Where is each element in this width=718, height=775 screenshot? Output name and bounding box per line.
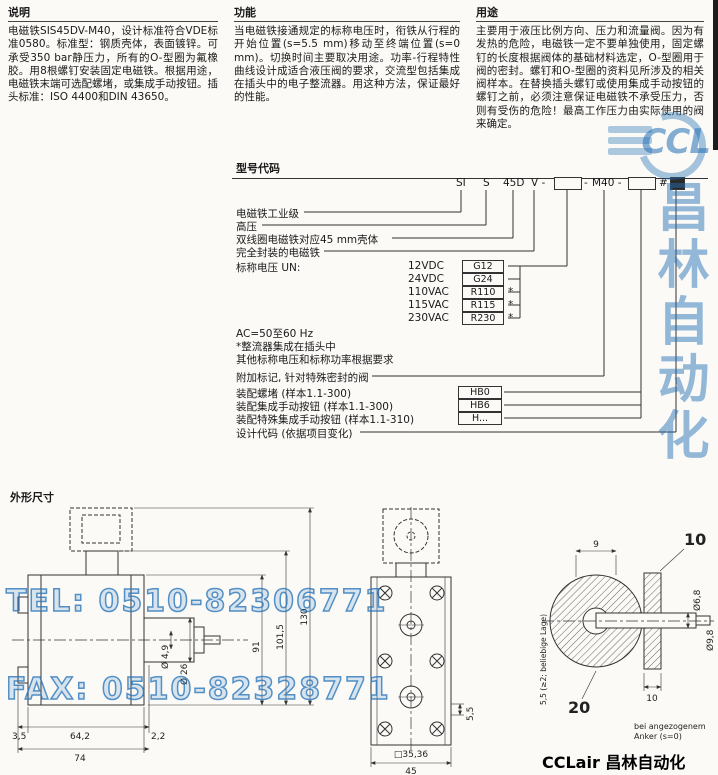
dim-label-dia-6-8: Ø6,8 [692,589,703,611]
drawing-section-view: 9 10 Ø6,8 Ø9,8 10 20 5,5 (≥2; beliebige … [539,530,716,741]
code-hash: # [659,177,668,189]
callout-10: 10 [684,530,706,549]
function-title: 功能 [234,4,460,22]
code-option-box [628,177,656,190]
model-code-line: SI S 45D V - - M40 - # [232,177,708,191]
section-model-code: 型号代码 SI S 45D V - [232,160,708,454]
code-voltage-box [554,177,582,190]
option-row: 装配螺堵 (样本1.1-300) HB0 [236,386,706,400]
section-description: 说明 电磁铁SIS45DV-M40，设计标准符合VDE标准0580。标准型：钢质… [8,4,218,131]
voltage-star: * [508,286,514,298]
option-row: 装配集成手动按钮 (样本1.1-300) HB6 [236,399,706,413]
code-part-m40: M40 - [592,177,622,189]
dim-label-square-35-36: □35,36 [394,750,429,760]
voltage-star: * [508,299,514,311]
code-part-si: SI [456,177,466,189]
option-code-box: HB0 [458,386,502,399]
intro-columns: 说明 电磁铁SIS45DV-M40，设计标准符合VDE标准0580。标准型：钢质… [8,4,708,131]
row-rectifier-note: *整流器集成在插头中 [236,341,336,353]
code-dash: - [584,177,588,189]
drawing-side-view: 130 101,5 91 Ø 4,9 Ø 26 3,5 64,2 2,2 74 [12,507,314,763]
note-anker-line1: bei angezogenem [634,722,706,731]
dim-label-pin-dia: Ø 4,9 [160,644,171,669]
code-part-v: V - [531,177,546,189]
option-code-box: HB6 [458,399,502,412]
voltage-code-box: G24 [462,273,504,286]
dim-label-45: 45 [405,767,416,775]
row-additional-mark: 附加标记, 针对特殊密封的阀 [236,372,369,384]
voltage-label: 115VAC [408,299,449,311]
model-code-connector-lines [262,190,677,433]
option-label: 装配集成手动按钮 (样本1.1-300) [236,401,394,413]
row-encapsulated: 完全封装的电磁铁 [236,247,320,259]
dimensions-title: 外形尺寸 [10,491,54,504]
dim-label-91: 91 [252,641,262,652]
function-body: 当电磁铁接通规定的标称电压时，衔铁从行程的开始位置(s=5.5 mm)移动至终端… [234,25,460,104]
description-title: 说明 [8,4,218,22]
drawing-front-view: 5,5 □35,36 45 [370,507,476,775]
section-application: 用途 主要用于液压比例方向、压力和流量阀。因为有发热的危险，电磁铁一定不要单独使… [476,4,704,131]
brand-footer: CCLair 昌林自动化 [542,753,686,772]
voltage-code-box: R230 [462,312,504,325]
dim-label-dia-9-8: Ø9,8 [705,629,716,651]
code-part-s: S [483,177,490,189]
voltage-star: * [508,312,514,324]
voltage-code-box: R115 [462,299,504,312]
dim-label-10: 10 [646,694,658,704]
row-other-note: 其他标称电压和标称功率根据要求 [236,354,394,366]
dim-label-3-5: 3,5 [12,732,26,742]
voltage-code-box: G12 [462,260,504,273]
dim-label-101-5: 101,5 [276,624,286,650]
application-body: 主要用于液压比例方向、压力和流量阀。因为有发热的危险，电磁铁一定不要单独使用，固… [476,25,704,131]
voltage-label: 24VDC [408,273,444,285]
model-code-title: 型号代码 [232,160,708,179]
dim-label-74: 74 [74,754,86,763]
row-design-code: 设计代码 (依据项目变化) [236,428,353,440]
note-beliebige-lage: 5,5 (≥2; beliebige Lage) [539,614,548,705]
voltage-code-box: R110 [462,286,504,299]
callout-20: 20 [568,698,590,717]
section-function: 功能 当电磁铁接通规定的标称电压时，衔铁从行程的开始位置(s=5.5 mm)移动… [234,4,460,131]
dim-label-64-2: 64,2 [70,732,90,742]
dim-label-tube-dia: Ø 26 [179,663,190,685]
application-title: 用途 [476,4,704,22]
option-label: 装配螺堵 (样本1.1-300) [236,388,352,400]
option-row: 装配特殊集成手动按钮 (样本1.1-310) H... [236,412,706,426]
dim-label-2-2: 2,2 [151,732,165,742]
code-part-45d: 45D [503,177,525,189]
dim-label-130: 130 [300,608,310,625]
row-double-coil: 双线圈电磁铁对应45 mm壳体 [236,234,379,246]
description-body: 电磁铁SIS45DV-M40，设计标准符合VDE标准0580。标准型：钢质壳体，… [8,25,218,104]
option-label: 装配特殊集成手动按钮 (样本1.1-310) [236,414,415,426]
scan-edge-artifact [713,0,718,150]
row-voltage-label: 标称电压 UN: [236,262,301,274]
voltage-label: 12VDC [408,260,444,272]
note-anker-line2: Anker (s=0) [634,732,682,741]
row-high-pressure: 高压 [236,221,257,233]
dimension-drawings: 130 101,5 91 Ø 4,9 Ø 26 3,5 64,2 2,2 74 [0,505,718,775]
row-ac-note: AC=50至60 Hz [236,328,314,340]
dim-label-5-5: 5,5 [466,707,476,721]
voltage-label: 230VAC [408,312,449,324]
row-industrial-grade: 电磁铁工业级 [236,208,299,220]
voltage-label: 110VAC [408,286,449,298]
option-code-box: H... [458,412,502,425]
code-design-box [670,177,685,190]
dim-label-9: 9 [593,540,599,550]
